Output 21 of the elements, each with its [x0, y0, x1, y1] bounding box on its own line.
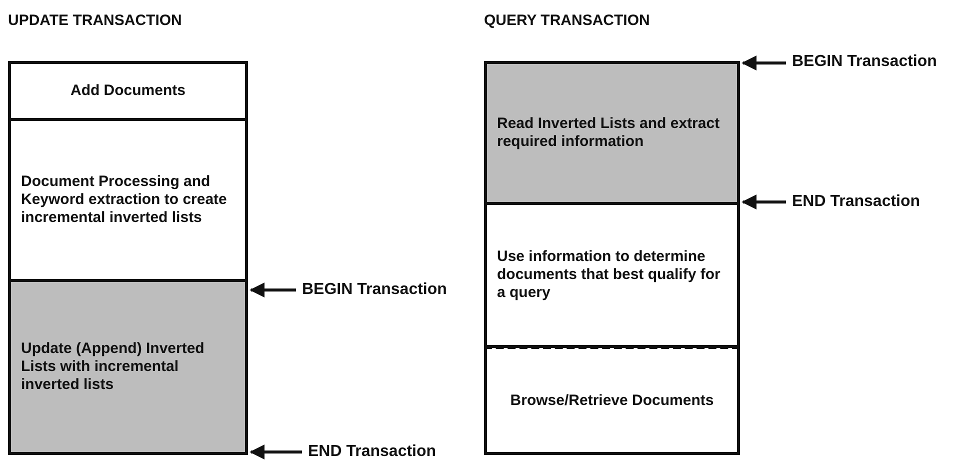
box-text: Document Processing and Keyword extraction to create incremental inverted lists [21, 173, 228, 227]
process-box [484, 345, 740, 455]
box-text: Add Documents [70, 82, 186, 100]
column-heading: QUERY TRANSACTION [484, 12, 650, 29]
transaction-label: BEGIN Transaction [792, 52, 937, 72]
box-text: Browse/Retrieve Documents [510, 392, 714, 410]
transaction-label: END Transaction [308, 442, 436, 462]
box-text: Update (Append) Inverted Lists with incremental inverted lists [21, 340, 206, 394]
transaction-label: END Transaction [792, 192, 920, 212]
box-text: Read Inverted Lists and extract required information [497, 115, 721, 151]
arrow [742, 194, 786, 210]
shaded-process-box [8, 279, 248, 455]
transaction-label: BEGIN Transaction [302, 280, 447, 300]
box-text: Use information to determine documents that best qualify for a query [497, 248, 722, 302]
shaded-process-box [484, 61, 740, 205]
column-heading: UPDATE TRANSACTION [8, 12, 182, 29]
arrow [250, 444, 302, 460]
process-box [484, 202, 740, 348]
process-box [8, 61, 248, 121]
arrow [742, 56, 786, 70]
arrow [250, 282, 296, 298]
